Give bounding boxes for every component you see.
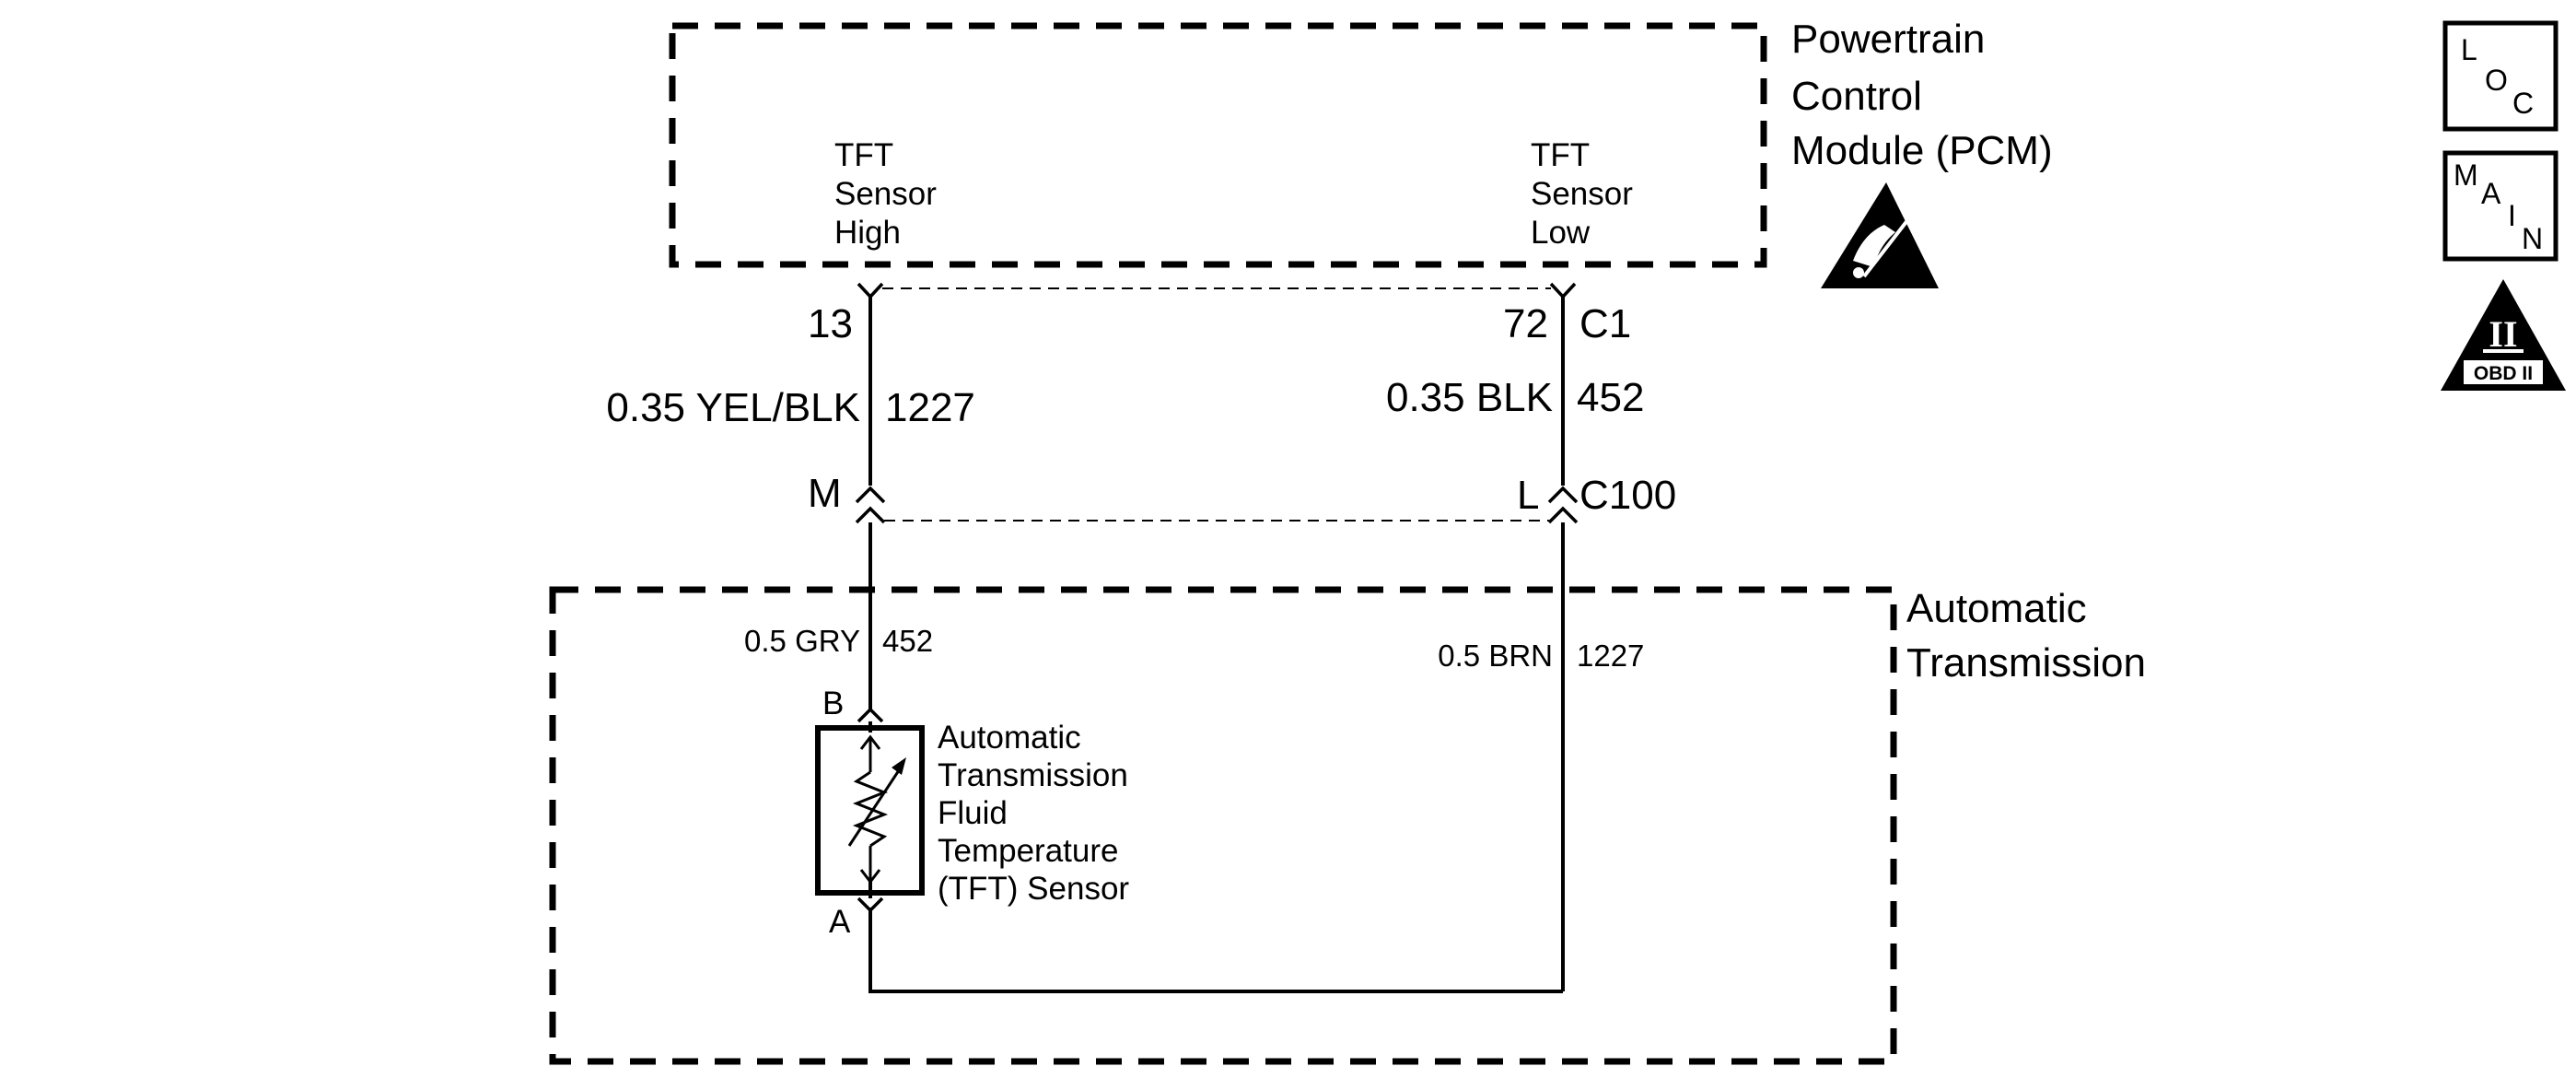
- pcm-title-line-3: Module (PCM): [1791, 128, 2053, 173]
- svg-text:M: M: [2454, 158, 2478, 192]
- esd-warning-icon: [1821, 182, 1939, 288]
- svg-text:Fluid: Fluid: [938, 795, 1008, 831]
- svg-text:N: N: [2522, 222, 2543, 255]
- wire-upper-left-circuit: 1227: [885, 385, 975, 430]
- svg-text:L: L: [2461, 33, 2477, 66]
- thermistor-icon: [847, 721, 906, 898]
- svg-text:High: High: [834, 215, 901, 251]
- pcm-title-line-2: Control: [1791, 74, 1922, 119]
- pcm-title-line-1: Powertrain: [1791, 17, 1985, 62]
- sensor-pin-b: B: [822, 686, 844, 721]
- wire-lower-left-spec: 0.5 GRY: [744, 624, 860, 658]
- svg-text:I: I: [2508, 199, 2516, 232]
- tft-sensor-low-label: TFT Sensor Low: [1531, 137, 1633, 251]
- transmission-box: [549, 586, 1897, 1065]
- obd-ii-badge[interactable]: II OBD II: [2441, 279, 2566, 391]
- c100-pin-l: L: [1517, 473, 1539, 518]
- main-badge[interactable]: M A I N: [2442, 150, 2559, 262]
- svg-text:TFT: TFT: [834, 137, 893, 173]
- c100-pin-m: M: [808, 471, 842, 516]
- svg-text:TFT: TFT: [1531, 137, 1590, 173]
- svg-text:Low: Low: [1531, 215, 1591, 251]
- c1-label: C1: [1579, 301, 1631, 346]
- wire-lower-right-spec: 0.5 BRN: [1438, 639, 1553, 673]
- obd-ii-roman: II: [2489, 313, 2517, 355]
- svg-text:Transmission: Transmission: [1906, 640, 2146, 686]
- svg-text:A: A: [2481, 177, 2501, 210]
- tft-sensor-label: Automatic Transmission Fluid Temperature…: [938, 720, 1129, 907]
- c1-pin-13: 13: [808, 301, 853, 346]
- svg-text:Temperature: Temperature: [938, 833, 1118, 869]
- sensor-pin-a: A: [829, 904, 851, 940]
- svg-text:Sensor: Sensor: [834, 176, 937, 212]
- wire-upper-left-spec: 0.35 YEL/BLK: [606, 385, 860, 430]
- wire-lower-left-circuit: 452: [882, 624, 933, 658]
- svg-text:Automatic: Automatic: [938, 720, 1081, 756]
- c1-pin-72: 72: [1503, 301, 1548, 346]
- sensor-pin-b-symbol: [857, 707, 884, 723]
- connector-c1: 13 72 C1: [808, 282, 1631, 346]
- svg-text:Sensor: Sensor: [1531, 176, 1633, 212]
- sensor-pin-a-symbol: [857, 897, 884, 913]
- wire-lower-right-circuit: 1227: [1577, 639, 1644, 673]
- svg-text:Automatic: Automatic: [1906, 586, 2087, 631]
- svg-text:C: C: [2512, 87, 2534, 120]
- svg-text:O: O: [2485, 64, 2508, 97]
- connector-c100: M L C100: [808, 471, 1676, 524]
- svg-text:Transmission: Transmission: [938, 757, 1128, 793]
- wire-ground-return: [868, 908, 1563, 993]
- pcm-title: Powertrain Control Module (PCM): [1791, 17, 2053, 173]
- c100-label: C100: [1579, 473, 1676, 518]
- loc-badge[interactable]: L O C: [2442, 20, 2559, 132]
- wire-upper-right-spec: 0.35 BLK: [1386, 375, 1553, 420]
- svg-text:(TFT) Sensor: (TFT) Sensor: [938, 871, 1129, 907]
- pcm-box: [669, 22, 1767, 268]
- tft-sensor-high-label: TFT Sensor High: [834, 137, 937, 251]
- obd-ii-text: OBD II: [2474, 363, 2533, 384]
- transmission-title: Automatic Transmission: [1906, 586, 2146, 686]
- wire-upper-right-circuit: 452: [1577, 375, 1644, 420]
